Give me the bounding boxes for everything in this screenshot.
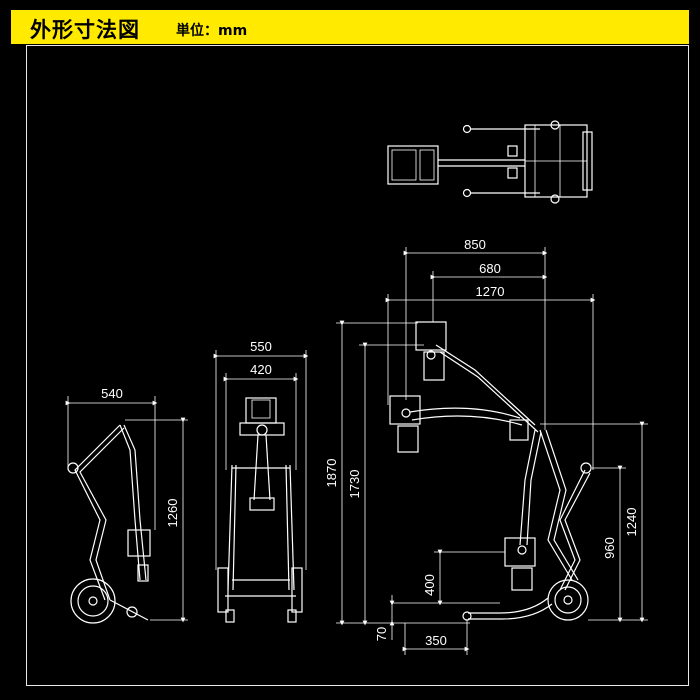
side-main-wheel-outer [547,579,589,621]
folded-mast-back [123,424,147,581]
top-view-pedal-lower [507,167,518,179]
side-boom-high-b [439,351,539,433]
folded-main-wheel-outer [70,578,116,624]
header-bar [11,10,689,44]
side-boom-mid-a [409,407,521,419]
side-handle-a [559,469,586,591]
dim-960-label: 960 [602,537,617,559]
drawing-frame [26,45,689,686]
dim-1270-label: 1270 [476,284,505,299]
front-leg-right-outer [289,464,295,591]
front-leg-right-inner [285,464,290,591]
dim-70-label: 70 [374,627,389,641]
top-view-caster-lower [462,188,472,198]
folded-boom-front [74,424,121,601]
top-view-pedal-upper [507,145,518,157]
dim-1870-label: 1870 [324,459,339,488]
front-seat-pivot [256,424,268,436]
dim-850-label: 850 [464,237,486,252]
side-main-wheel-hub [563,595,573,605]
dim-550-label: 550 [250,339,272,354]
folded-small-caster [126,606,138,618]
top-view-seat [387,145,439,185]
front-pedal [249,497,275,511]
side-mast-a [519,429,536,546]
folded-boom-back [79,427,125,601]
side-base-leg-b [468,603,553,620]
side-base-leg-a [468,597,549,614]
dim-680-label: 680 [479,261,501,276]
side-handle-b [564,472,591,591]
side-front-caster [462,611,472,621]
side-leg-front-a [539,429,573,581]
top-view [387,120,593,204]
dim-350-label: 350 [425,633,447,648]
side-seat-low-pivot [517,545,527,555]
dim-540-label: 540 [101,386,123,401]
top-view-seat-frame [419,149,435,181]
dim-1730-label: 1730 [347,470,362,499]
front-caster-right [287,609,297,623]
front-wheel-left [217,567,229,613]
side-leg-front-b [545,429,579,581]
folded-base-leg [109,599,149,621]
folded-main-wheel-inner [77,585,109,617]
front-leg-left-inner [232,464,237,591]
side-boom-high-a [435,344,536,426]
side-main-wheel-inner [554,586,582,614]
front-seat-pad [251,399,271,419]
top-view-handle [582,131,593,191]
page-title: 外形寸法図 [30,18,140,42]
folded-side-view: 540 1260 [65,386,188,624]
top-view-seat-pad [391,149,417,181]
front-caster-left [225,609,235,623]
dim-420-label: 420 [250,362,272,377]
dim-1260-label: 1260 [165,499,180,528]
side-handle-knob [580,462,592,474]
front-view: 550 420 [213,339,309,623]
top-view-wheel-upper [550,120,560,130]
unit-label: 単位：mm [176,23,248,39]
side-seat-low-lower [511,567,533,591]
top-view-caster-upper [462,124,472,134]
side-boom-mid-b [411,415,523,426]
folded-mast-front [119,424,141,581]
side-seat-mid-lower [397,425,419,453]
folded-seat-bracket [127,529,151,557]
side-boom-joint [509,419,529,441]
front-wheel-right [291,567,303,613]
side-seat-high-upper [415,321,447,351]
front-leg-left-outer [227,464,233,591]
extended-side-view: 850 680 1270 1870 1730 400 70 [324,237,648,655]
dim-1240-label: 1240 [624,508,639,537]
dim-400-label: 400 [422,574,437,596]
side-mast-b [526,431,542,546]
front-seat-back [245,397,277,424]
top-view-wheel-lower [550,194,560,204]
folded-pedal [137,564,149,582]
side-seat-high-pivot [426,350,436,360]
side-seat-mid-pivot [401,408,411,418]
folded-main-wheel-hub [88,596,98,606]
